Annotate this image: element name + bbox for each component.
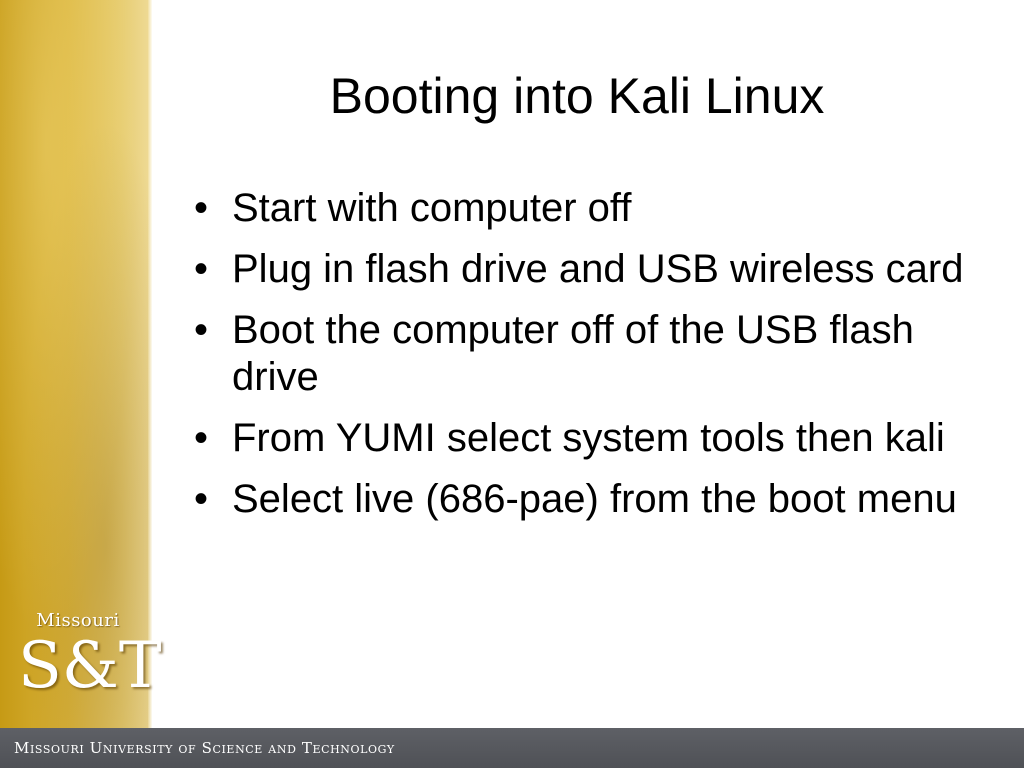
slide-title: Booting into Kali Linux (329, 68, 825, 124)
bullet-dot: • (194, 416, 209, 460)
bullet-item: • From YUMI select system tools then kal… (190, 415, 980, 462)
bullet-text: Boot the computer off of the USB flash d… (232, 308, 914, 399)
bullet-item: • Start with computer off (190, 185, 980, 232)
bullet-list: • Start with computer off • Plug in flas… (190, 185, 980, 537)
university-logo: Missouri S&T (18, 608, 162, 708)
bullet-item: • Plug in flash drive and USB wireless c… (190, 246, 980, 293)
bullet-text: From YUMI select system tools then kali (232, 416, 945, 460)
bullet-item: • Select live (686-pae) from the boot me… (190, 476, 980, 523)
footer-bar: Missouri University of Science and Techn… (0, 728, 1024, 768)
bullet-text: Plug in flash drive and USB wireless car… (232, 247, 964, 291)
bullet-dot: • (194, 247, 209, 291)
bullet-text: Select live (686-pae) from the boot menu (232, 477, 957, 521)
bullet-item: • Boot the computer off of the USB flash… (190, 307, 980, 401)
logo-st-mark: S&T (18, 629, 162, 703)
bullet-text: Start with computer off (232, 186, 632, 230)
footer-university-name: Missouri University of Science and Techn… (14, 739, 395, 757)
gold-side-band (0, 0, 152, 728)
logo-missouri-text: Missouri (36, 610, 120, 631)
bullet-dot: • (194, 477, 209, 521)
bullet-dot: • (194, 308, 209, 352)
bullet-dot: • (194, 186, 209, 230)
gold-band-edge (148, 0, 152, 728)
